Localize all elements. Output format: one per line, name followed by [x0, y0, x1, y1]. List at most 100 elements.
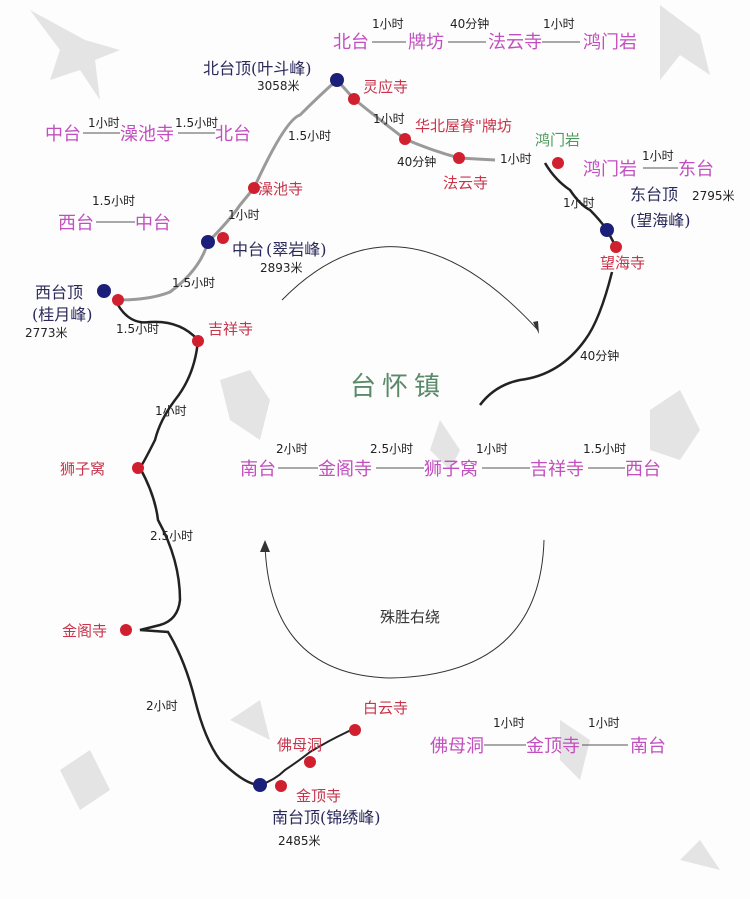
peak-dot-east[interactable]	[600, 223, 614, 237]
peak-dot-north[interactable]	[330, 73, 344, 87]
legend-time: 1小时	[476, 442, 508, 456]
temple-label: 金顶寺	[296, 787, 341, 805]
legend-time: 1.5小时	[175, 116, 218, 130]
segment-time: 2.5小时	[150, 529, 193, 543]
temple-label: 法云寺	[443, 174, 488, 192]
route-east	[543, 162, 618, 248]
legend-east: 鸿门岩 东台 1小时	[583, 149, 714, 180]
segment-time: 1.5小时	[172, 276, 215, 290]
temple-label: 狮子窝	[60, 460, 105, 478]
peak-label-west: 西台顶	[35, 283, 83, 302]
peak-elevation: 3058米	[257, 79, 300, 93]
peak-label-south: 南台顶(锦绣峰)	[272, 808, 381, 827]
peak-alt-name: (桂月峰)	[32, 305, 93, 324]
temple-dot[interactable]	[112, 294, 124, 306]
legend-time: 1小时	[588, 716, 620, 730]
route-to-town	[479, 271, 614, 406]
legend-stop: 狮子窝	[424, 459, 478, 480]
peak-elevation: 2773米	[25, 326, 68, 340]
temple-dot[interactable]	[552, 157, 564, 169]
peak-markers	[97, 73, 614, 792]
legend-time: 1.5小时	[92, 194, 135, 208]
temple-dot[interactable]	[217, 232, 229, 244]
legend-west: 西台 中台 1.5小时	[58, 194, 171, 234]
temple-label: 灵应寺	[363, 78, 408, 96]
temple-label: 望海寺	[600, 254, 645, 272]
peak-dot-south[interactable]	[253, 778, 267, 792]
route-south-branch	[259, 727, 356, 786]
segment-time: 1小时	[373, 112, 405, 126]
legend-stop: 金阁寺	[318, 459, 372, 480]
temple-label: 澡池寺	[258, 180, 303, 198]
temple-dot[interactable]	[610, 241, 622, 253]
peak-dot-central[interactable]	[201, 235, 215, 249]
peak-elevation: 2893米	[260, 261, 303, 275]
legend-stop: 中台	[45, 124, 81, 145]
segment-time: 1小时	[155, 404, 187, 418]
legend-time: 1小时	[642, 149, 674, 163]
temple-label: 白云寺	[363, 699, 408, 717]
temple-dot[interactable]	[399, 133, 411, 145]
loop-arc-bottom	[264, 539, 545, 679]
town-label: 台怀镇	[350, 372, 446, 402]
temple-dot[interactable]	[348, 93, 360, 105]
legend-time: 1.5小时	[583, 442, 626, 456]
legend-stop: 鸿门岩	[583, 32, 637, 53]
legend-stop: 北台	[333, 32, 369, 53]
peak-alt-name: (望海峰)	[630, 211, 691, 230]
temple-dot[interactable]	[132, 462, 144, 474]
peak-elevation: 2485米	[278, 834, 321, 848]
legend-stop: 牌坊	[408, 32, 444, 53]
temple-dot[interactable]	[275, 780, 287, 792]
legend-stop: 南台	[630, 736, 666, 757]
legend-stop: 北台	[215, 124, 251, 145]
peak-label-east: 东台顶	[630, 185, 678, 204]
temple-dot[interactable]	[349, 724, 361, 736]
segment-time: 1小时	[563, 196, 595, 210]
legend-stop: 鸿门岩	[583, 159, 637, 180]
route-north-loop	[117, 77, 496, 302]
legend-stop: 西台	[625, 459, 661, 480]
arrow-head-icon	[533, 321, 539, 334]
legend-stop: 西台	[58, 213, 94, 234]
temple-dot[interactable]	[304, 756, 316, 768]
legend-stop: 东台	[678, 159, 714, 180]
peak-alt-name: (翠岩峰)	[266, 240, 327, 259]
segment-time: 1.5小时	[288, 129, 331, 143]
segment-time: 40分钟	[397, 154, 436, 169]
temple-dot[interactable]	[192, 335, 204, 347]
peak-dot-west[interactable]	[97, 284, 111, 298]
temple-dot[interactable]	[248, 182, 260, 194]
legend-stop: 吉祥寺	[530, 459, 584, 480]
temple-label: 金阁寺	[62, 622, 107, 640]
legend-south: 佛母洞 金顶寺 南台 1小时 1小时	[430, 716, 666, 757]
legend-stop: 南台	[240, 459, 276, 480]
loop-label: 殊胜右绕	[380, 608, 440, 626]
legend-time: 40分钟	[450, 16, 489, 31]
segment-time: 1小时	[500, 152, 532, 166]
legend-south-west: 南台 金阁寺 狮子窝 吉祥寺 西台 2小时 2.5小时 1小时 1.5小时	[240, 442, 661, 480]
loop-arc-top	[281, 246, 539, 331]
legend-stop: 佛母洞	[430, 736, 484, 757]
peak-label-central: 中台	[232, 240, 264, 259]
legend-time: 1小时	[543, 17, 575, 31]
segment-time: 1.5小时	[116, 322, 159, 336]
legend-stop: 澡池寺	[120, 124, 174, 145]
segment-time: 40分钟	[580, 348, 619, 363]
segment-time: 2小时	[146, 699, 178, 713]
temple-label: 华北屋脊"牌坊	[415, 117, 512, 135]
arrow-head-icon	[260, 540, 270, 552]
legend-time: 1小时	[493, 716, 525, 730]
legend-time: 1小时	[372, 17, 404, 31]
legend-stop: 中台	[135, 213, 171, 234]
legend-time: 2.5小时	[370, 442, 413, 456]
peak-elevation: 2795米	[692, 189, 735, 203]
legend-stop: 金顶寺	[526, 736, 580, 757]
temple-dot[interactable]	[453, 152, 465, 164]
temple-markers	[112, 93, 622, 792]
legend-stop: 法云寺	[488, 32, 542, 53]
temple-dot[interactable]	[120, 624, 132, 636]
legend-connectors	[83, 41, 678, 746]
